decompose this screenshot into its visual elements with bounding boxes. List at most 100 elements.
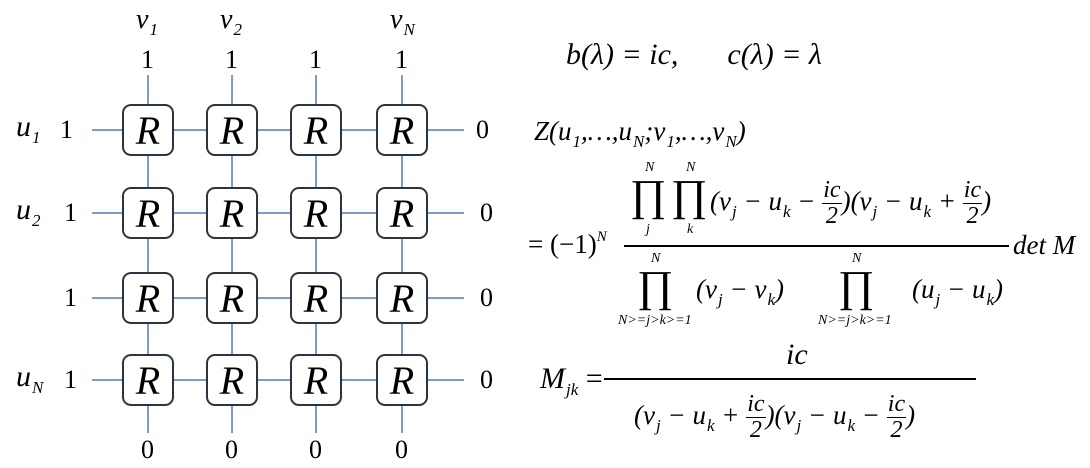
horizontal-wire: [92, 297, 464, 299]
spectral-base: v: [136, 4, 149, 35]
md-f: −: [855, 399, 887, 430]
spectral-base: u: [16, 360, 31, 393]
top-boundary-state: 1: [309, 45, 322, 74]
left-boundary-state: 1: [64, 283, 77, 312]
top-boundary-state: 1: [141, 45, 154, 74]
matrix-numerator: ic: [786, 338, 808, 371]
dt2-end: ): [994, 274, 1004, 304]
m-lhs: M: [540, 362, 565, 395]
nt1-c: −: [790, 185, 823, 216]
dt1-sub-k: k: [767, 290, 775, 309]
den-prod1-symbol: ∏: [637, 262, 674, 311]
md-e: − u: [801, 399, 847, 430]
top-boundary-state: 1: [225, 45, 238, 74]
pf-lhs-sub3: 1: [666, 132, 675, 151]
bottom-boundary-state: 0: [309, 435, 322, 464]
num-prod2-lower: k: [687, 222, 694, 237]
row-spectral-parameter: u2: [16, 193, 41, 230]
sign-base: = (−1): [528, 229, 597, 259]
pf-lhs-mid2: ;v: [644, 116, 666, 146]
b-weight-lhs: b(λ): [566, 38, 614, 71]
nt1-a: (v: [710, 185, 731, 216]
r-matrix-vertex: R: [290, 272, 342, 324]
r-matrix-vertex: R: [122, 104, 174, 156]
den-term2: (uj − uk): [912, 274, 1004, 309]
md-sub-j1: j: [655, 415, 661, 435]
den-prod2-symbol: ∏: [838, 262, 875, 311]
md-c: +: [714, 399, 747, 430]
horizontal-wire: [92, 379, 464, 381]
num-prod1-lower: j: [646, 222, 650, 237]
row-spectral-parameter: u1: [16, 110, 41, 147]
nt2-sub-j: j: [872, 201, 878, 221]
row-spectral-parameter: uN: [16, 360, 43, 397]
md-frac1-den: 2: [749, 417, 762, 444]
nt1-frac-num: ic: [822, 177, 842, 205]
weight-definitions: b(λ) = ic, c(λ) = λ: [566, 40, 822, 70]
spectral-sub: 2: [233, 20, 242, 39]
pf-lhs-sub2: N: [633, 132, 645, 151]
md-frac1-num: ic: [746, 391, 766, 419]
nt1-sub-j: j: [731, 201, 737, 221]
dt1-a: (v: [696, 274, 717, 304]
sign-factor: = (−1)N: [528, 230, 607, 258]
md-d: )(v: [765, 399, 796, 430]
vertical-wire: [231, 75, 233, 433]
spectral-sub: 2: [32, 211, 41, 230]
den-prod1-lower: N>=j>k>=1: [618, 313, 692, 328]
left-boundary-state: 1: [64, 198, 77, 227]
spectral-base: u: [16, 110, 31, 143]
pf-lhs-mid3: ,…,v: [674, 116, 725, 146]
num-prod1-upper: N: [645, 160, 655, 175]
pf-lhs-mid1: ,…,u: [581, 116, 633, 146]
dt1-b: − v: [722, 274, 767, 304]
m-lhs-sub: jk: [566, 380, 579, 399]
column-spectral-parameter: v1: [136, 4, 158, 39]
nt2-frac-den: 2: [966, 203, 979, 230]
r-matrix-vertex: R: [376, 354, 428, 406]
dt2-sub-j: j: [935, 290, 941, 309]
m-eq: =: [585, 362, 603, 395]
spectral-sub: 1: [149, 20, 158, 39]
partition-function-lhs: Z(u1,…,uN;v1,…,vN): [534, 116, 746, 151]
spectral-sub: 1: [32, 128, 41, 147]
b-weight-rhs: = ic,: [621, 38, 679, 71]
r-matrix-vertex: R: [290, 104, 342, 156]
top-boundary-state: 1: [395, 45, 408, 74]
column-spectral-parameter: vN: [390, 4, 415, 39]
md-sub-j2: j: [796, 415, 802, 435]
r-matrix-vertex: R: [122, 187, 174, 239]
md-a: (v: [634, 399, 655, 430]
right-boundary-state: 0: [476, 115, 489, 144]
den-prod1-upper: N: [651, 251, 661, 266]
c-weight-rhs: = λ: [781, 38, 822, 71]
spectral-base: v: [390, 4, 403, 35]
r-matrix-vertex: R: [206, 187, 258, 239]
md-frac2-den: 2: [890, 417, 903, 444]
horizontal-wire: [92, 129, 464, 131]
r-matrix-vertex: R: [290, 187, 342, 239]
r-matrix-vertex: R: [376, 272, 428, 324]
nt1-end: ): [841, 185, 851, 216]
nt1-frac-den: 2: [825, 203, 838, 230]
r-matrix-vertex: R: [376, 104, 428, 156]
right-boundary-state: 0: [480, 365, 493, 394]
nt2-sub-k: k: [923, 201, 932, 221]
md-sub-k1: k: [706, 415, 715, 435]
vertical-wire: [401, 75, 403, 433]
spectral-base: u: [16, 193, 31, 226]
nt2-c: +: [931, 185, 963, 216]
right-boundary-state: 0: [480, 283, 493, 312]
left-boundary-state: 1: [60, 115, 73, 144]
md-frac2-num: ic: [886, 391, 907, 419]
nt2-a: (v: [850, 185, 872, 216]
md-g: ): [906, 399, 916, 430]
bottom-boundary-state: 0: [395, 435, 408, 464]
nt1-sub-k: k: [782, 201, 791, 221]
pf-lhs-end: ): [736, 116, 746, 146]
right-boundary-state: 0: [480, 198, 493, 227]
